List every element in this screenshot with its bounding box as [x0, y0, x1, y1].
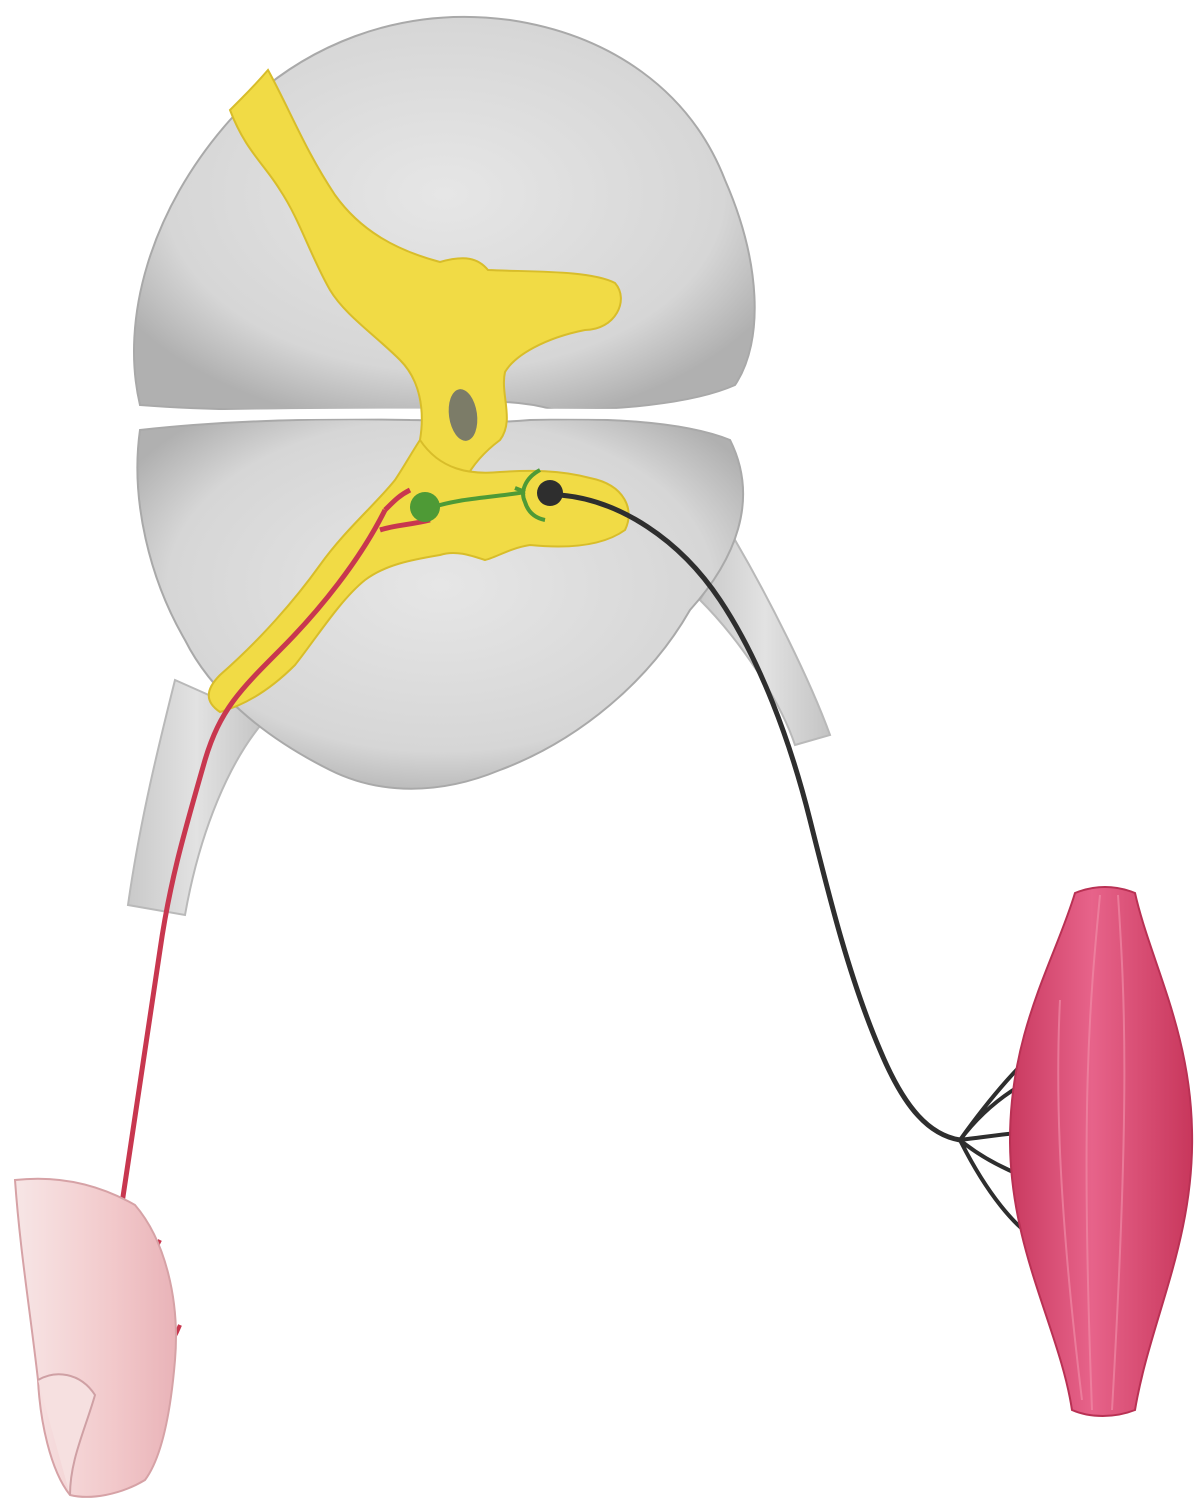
- interneuron-cell-body: [410, 492, 440, 522]
- skin-receptor-tissue: [15, 1179, 176, 1497]
- skin-block: [15, 1179, 176, 1497]
- skeletal-muscle: [1010, 887, 1192, 1416]
- motor-neuron-cell-body: [537, 480, 563, 506]
- muscle-belly: [1010, 887, 1192, 1416]
